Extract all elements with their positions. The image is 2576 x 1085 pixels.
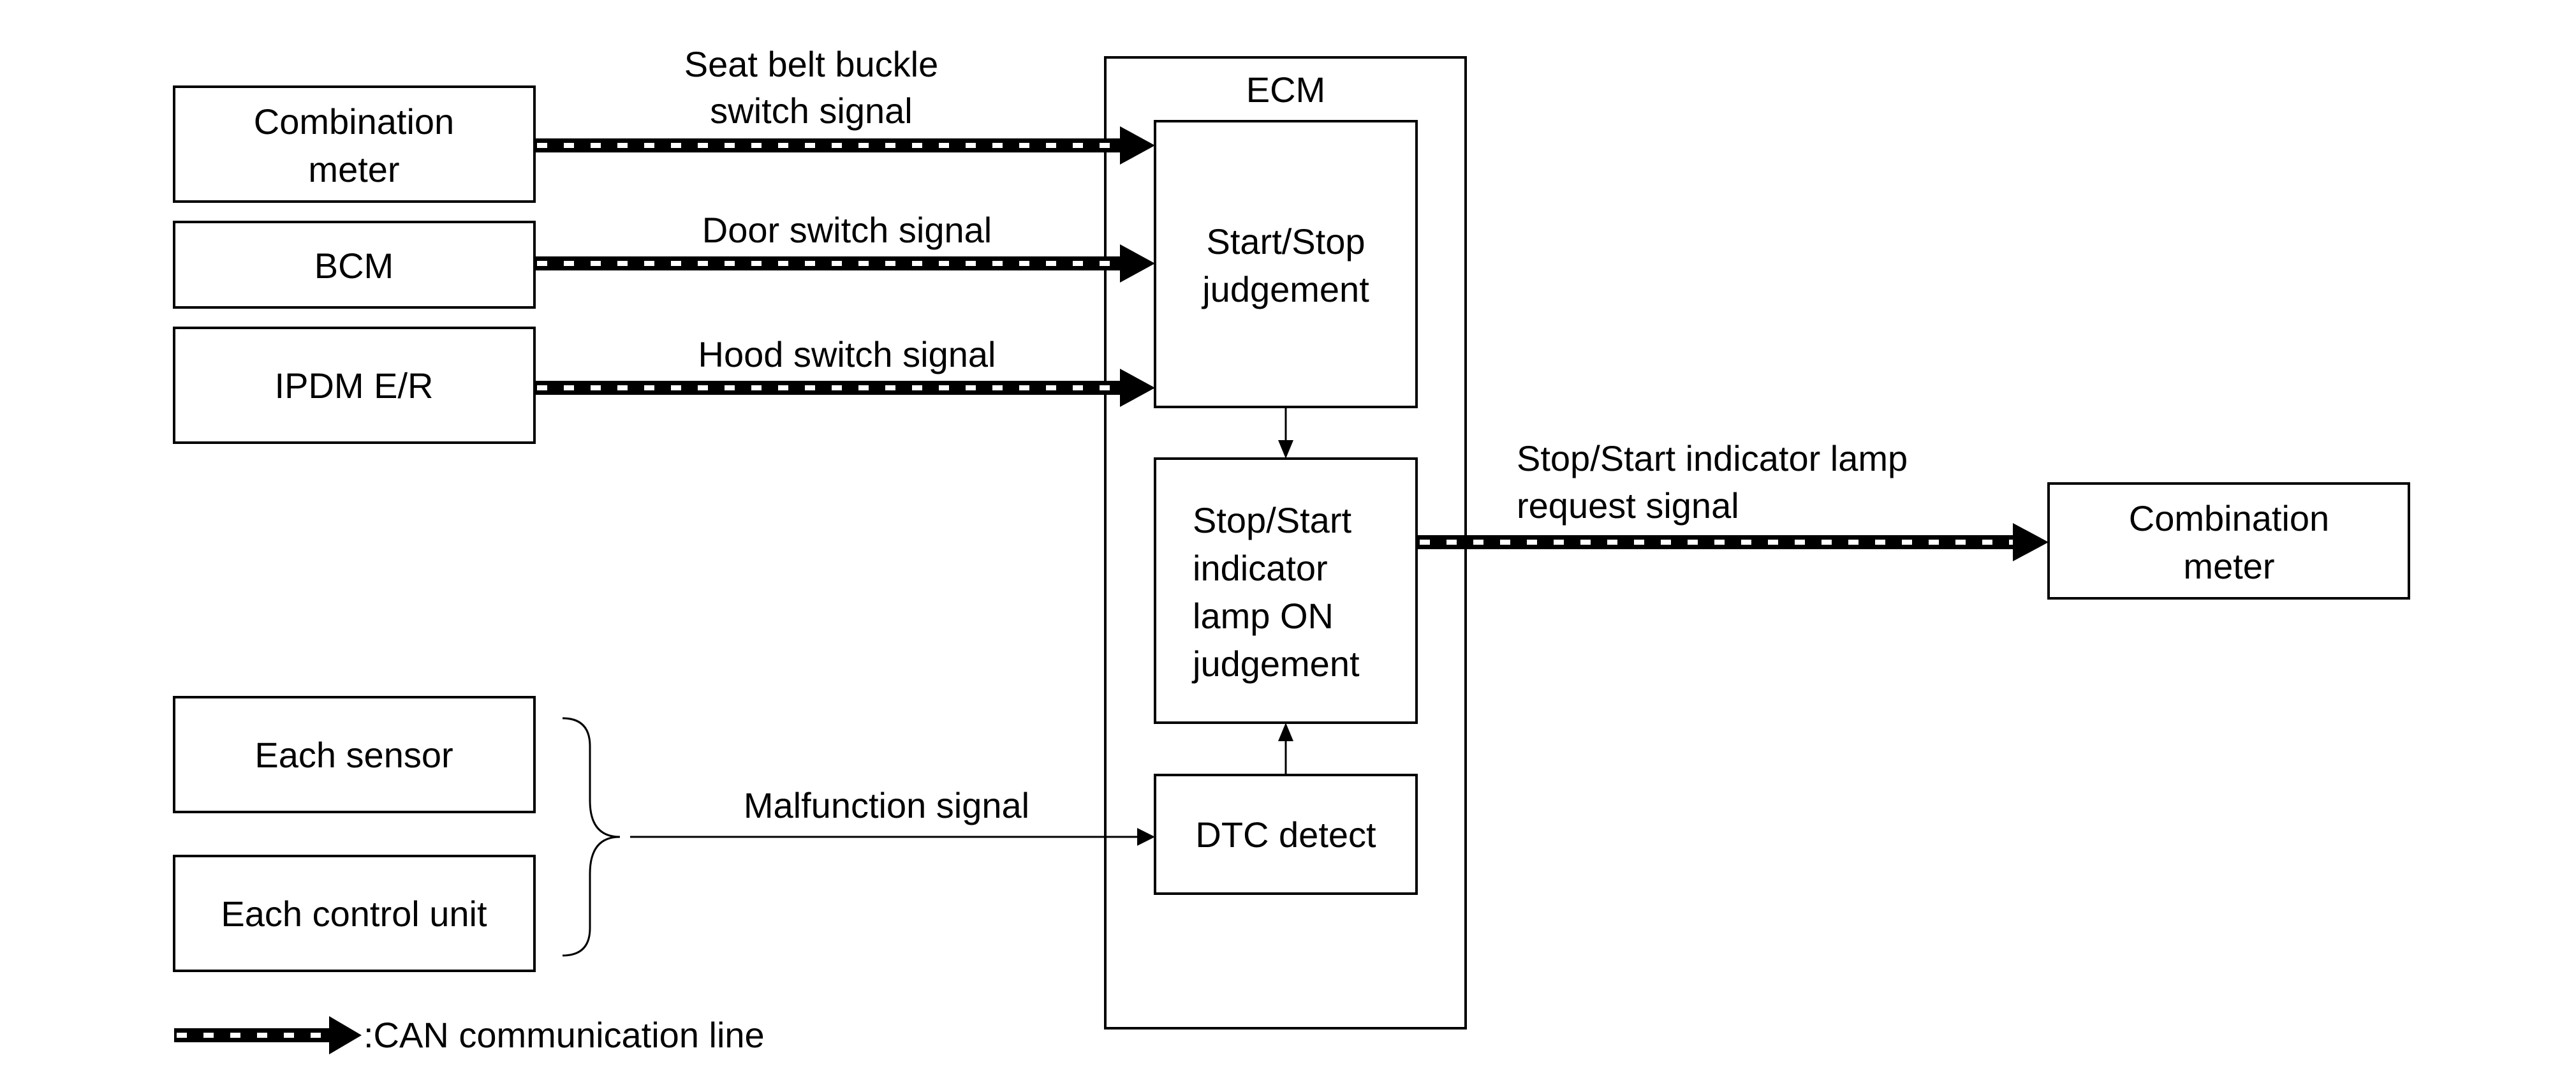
each-control-unit-box: Each control unit xyxy=(173,855,536,972)
judgement-to-indicator-arrow xyxy=(1278,407,1293,459)
indicator-request-can-line xyxy=(1417,523,2049,561)
seat-belt-signal-label-line1: Seat belt buckle xyxy=(684,44,938,84)
seat-belt-signal-label-line2: switch signal xyxy=(710,91,912,131)
legend-label: :CAN communication line xyxy=(364,1015,765,1055)
combination-meter-input-label-line1: Combination xyxy=(254,101,454,142)
indicator-on-label-line1: Stop/Start xyxy=(1193,500,1351,540)
legend: :CAN communication line xyxy=(174,1015,765,1055)
indicator-on-label-line4: judgement xyxy=(1191,644,1360,684)
each-control-unit-label: Each control unit xyxy=(221,894,487,934)
dtc-detect-label: DTC detect xyxy=(1195,815,1376,855)
combination-meter-input-box: Combination meter xyxy=(173,85,536,203)
legend-can-line-sample xyxy=(174,1016,362,1054)
bcm-box: BCM xyxy=(173,221,536,309)
combination-meter-output-label-line1: Combination xyxy=(2129,498,2329,538)
start-stop-label-line2: judgement xyxy=(1201,269,1369,309)
indicator-on-label-line2: indicator xyxy=(1193,548,1328,588)
ecm-title: ECM xyxy=(1246,70,1325,110)
seat-belt-can-line xyxy=(534,126,1155,165)
dtc-to-indicator-arrow xyxy=(1278,723,1293,775)
start-stop-judgement-block: Start/Stop judgement xyxy=(1154,120,1418,408)
each-sensor-box: Each sensor xyxy=(173,696,536,813)
combination-meter-output-label-line2: meter xyxy=(2183,546,2274,586)
combination-meter-input-label-line2: meter xyxy=(308,149,399,189)
indicator-request-label-line2: request signal xyxy=(1517,485,1739,526)
start-stop-label-line1: Start/Stop xyxy=(1206,221,1365,262)
indicator-on-label-line3: lamp ON xyxy=(1193,596,1334,636)
hood-signal-label: Hood switch signal xyxy=(698,334,996,374)
combination-meter-output-box: Combination meter xyxy=(2047,482,2410,600)
ipdm-box: IPDM E/R xyxy=(173,327,536,444)
indicator-lamp-on-judgement-block: Stop/Start indicator lamp ON judgement xyxy=(1154,457,1418,724)
door-signal-label: Door switch signal xyxy=(702,210,992,250)
malfunction-arrow xyxy=(630,828,1155,846)
malfunction-signal-label: Malfunction signal xyxy=(744,785,1029,825)
dtc-detect-block: DTC detect xyxy=(1154,774,1418,895)
ipdm-label: IPDM E/R xyxy=(275,365,434,406)
grouping-brace xyxy=(562,717,621,957)
bcm-label: BCM xyxy=(314,246,394,286)
hood-can-line xyxy=(534,369,1155,407)
each-sensor-label: Each sensor xyxy=(254,735,453,775)
door-can-line xyxy=(534,244,1155,283)
indicator-request-label-line1: Stop/Start indicator lamp xyxy=(1517,438,1908,478)
